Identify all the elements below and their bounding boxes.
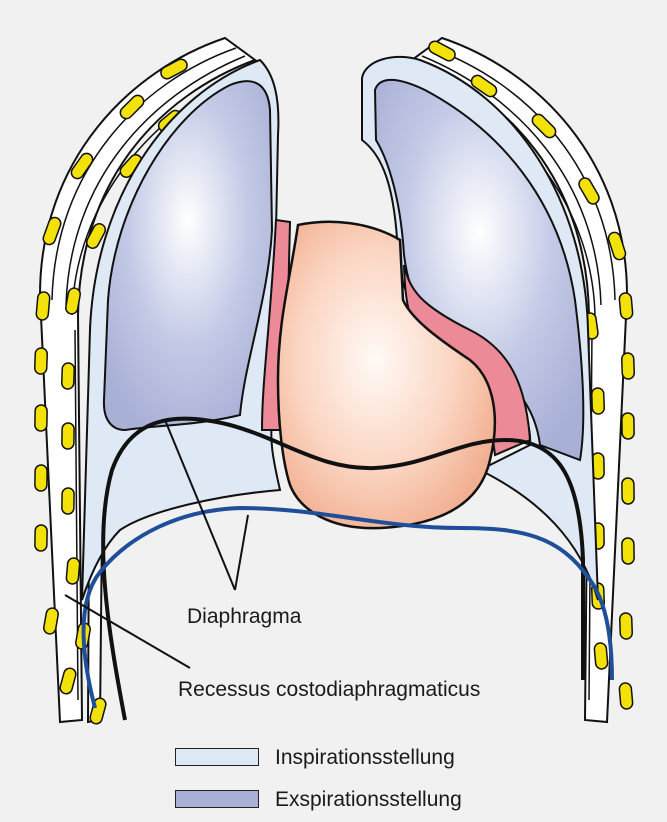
diaphragm-inspiration-line — [101, 416, 585, 721]
diaphragm-expiration-line — [81, 505, 614, 709]
legend-swatch-inspiration — [175, 748, 259, 766]
legend-swatch-expiration — [175, 790, 259, 808]
pointer-lines — [64, 419, 249, 669]
recessus-label: Recessus costodiaphragmaticus — [178, 678, 481, 701]
legend-item-expiration: Exspirationsstellung — [175, 788, 462, 810]
diaphragma-label: Diaphragma — [187, 605, 302, 628]
legend-label-inspiration: Inspirationsstellung — [275, 745, 455, 769]
legend-item-inspiration: Inspirationsstellung — [175, 746, 455, 768]
legend-label-expiration: Exspirationsstellung — [275, 787, 462, 811]
left-lung — [102, 80, 274, 432]
right-lung — [373, 78, 585, 462]
heart — [276, 220, 496, 530]
left-rib-segments — [34, 58, 188, 725]
